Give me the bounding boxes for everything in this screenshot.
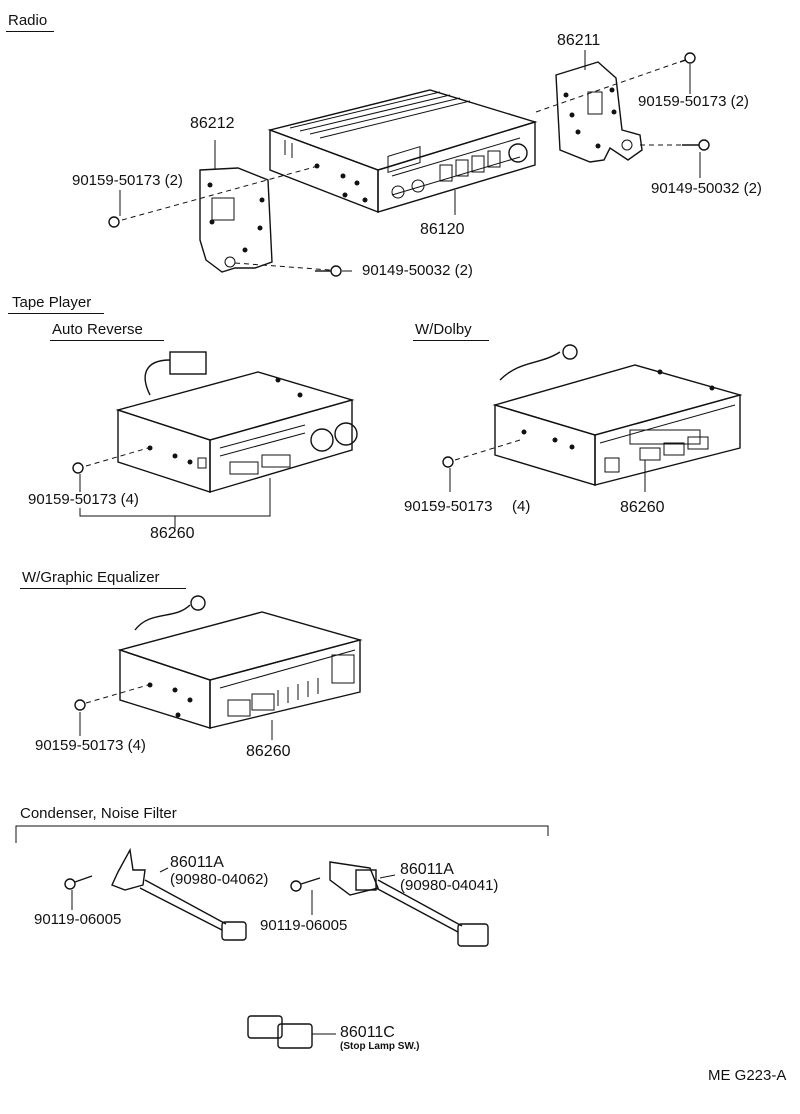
radio-fasteners-drawing <box>108 52 710 277</box>
part-number-condenser-right: 86011A <box>400 861 454 878</box>
section-underline <box>8 313 104 314</box>
section-title-tape-player: Tape Player <box>12 294 92 311</box>
part-number-radio-bracket-right: 86211 <box>557 32 601 49</box>
section-underline <box>6 31 54 32</box>
part-number-radio-bolt-bottom: 90149-50032 (2) <box>362 262 473 279</box>
figure-code: ME G223-A <box>708 1067 787 1084</box>
condenser-drawing <box>15 825 549 1049</box>
part-number-equalizer-unit: 86260 <box>246 743 291 760</box>
part-number-dolby-screw-qty: (4) <box>512 498 531 515</box>
part-number-auto-reverse-unit: 86260 <box>150 525 195 542</box>
part-number-condenser-left-sub: (90980-04062) <box>170 871 269 888</box>
radio-unit-drawing <box>267 89 538 214</box>
equalizer-unit-drawing <box>74 595 363 740</box>
part-number-condenser-right-sub: (90980-04041) <box>400 877 499 894</box>
part-number-dolby-screw: 90159-50173 <box>404 498 493 515</box>
part-number-equalizer-screw: 90159-50173 (4) <box>35 737 146 754</box>
section-title-radio: Radio <box>8 12 48 29</box>
section-underline <box>50 340 164 341</box>
part-number-radio-screw-left: 90159-50173 (2) <box>72 172 183 189</box>
part-number-radio-screw-top: 90159-50173 (2) <box>638 93 749 110</box>
section-title-condenser-noise-filter: Condenser, Noise Filter <box>20 805 177 822</box>
radio-bracket-left-drawing <box>199 140 273 273</box>
part-number-condenser-left-screw: 90119-06005 <box>34 911 122 928</box>
part-number-condenser-left: 86011A <box>170 854 224 871</box>
part-number-radio-bracket-left: 86212 <box>190 115 235 132</box>
section-underline <box>20 588 186 589</box>
radio-bracket-right-drawing <box>555 50 643 163</box>
part-number-radio-bolt-right: 90149-50032 (2) <box>651 180 762 197</box>
part-number-condenser-mid-screw: 90119-06005 <box>260 917 348 934</box>
dolby-unit-drawing <box>442 344 743 492</box>
subsection-title-w-dolby: W/Dolby <box>415 321 472 338</box>
section-title-w-graphic-equalizer: W/Graphic Equalizer <box>22 569 160 586</box>
subsection-title-auto-reverse: Auto Reverse <box>52 321 143 338</box>
section-underline <box>413 340 489 341</box>
part-number-radio-unit: 86120 <box>420 221 465 238</box>
part-number-condenser-bottom: 86011C <box>340 1024 395 1041</box>
part-number-auto-reverse-screw: 90159-50173 (4) <box>28 491 139 508</box>
condenser-bottom-note: (Stop Lamp SW.) <box>340 1041 420 1052</box>
auto-reverse-unit-drawing <box>72 351 358 528</box>
part-number-dolby-unit: 86260 <box>620 499 665 516</box>
